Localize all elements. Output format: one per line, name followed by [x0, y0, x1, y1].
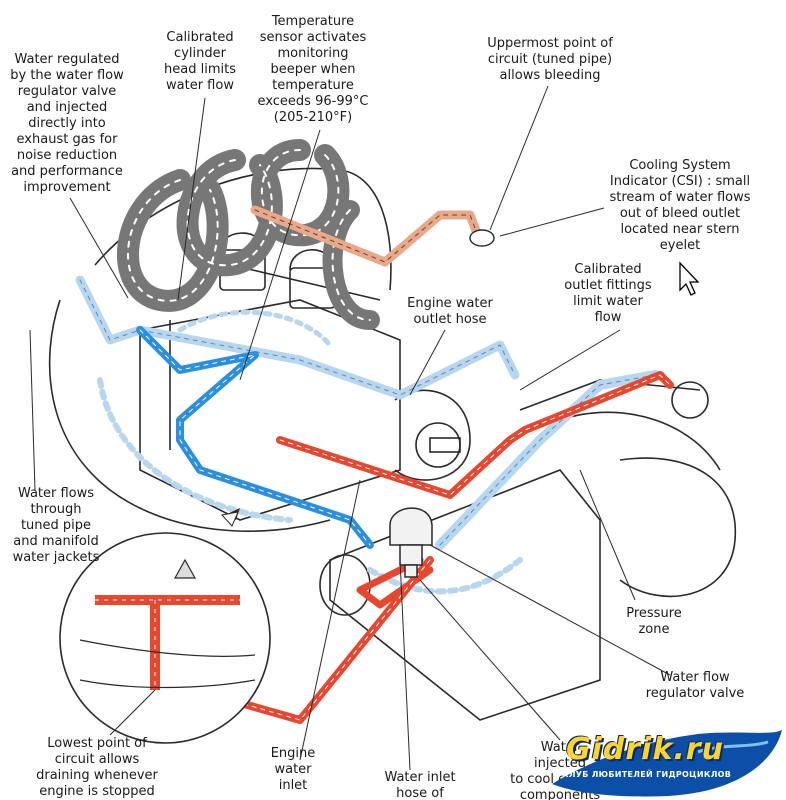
label-water-flow-regulator-valve: Water flow regulator valve — [645, 670, 745, 701]
label-water-flows-tuned-pipe: Water flows through tuned pipe and manif… — [12, 486, 100, 565]
logo-tagline: КЛУБ ЛЮБИТЕЛЕЙ ГИДРОЦИКЛОВ — [562, 770, 732, 779]
mouse-cursor-icon — [679, 261, 700, 296]
label-uppermost-point: Uppermost point of circuit (tuned pipe) … — [487, 36, 613, 83]
logo-brand-text: Gidrik.ru — [566, 732, 724, 767]
leader-lines — [29, 85, 671, 771]
bleed-tube — [250, 205, 495, 267]
label-lowest-point: Lowest point of circuit allows draining … — [36, 736, 158, 799]
label-cooling-system-indicator: Cooling System Indicator (CSI) : small s… — [609, 158, 751, 253]
label-calibrated-outlet-fittings: Calibrated outlet fittings limit water f… — [564, 262, 652, 325]
label-water-inlet-hose: Water inlet hose of — [384, 770, 456, 800]
flow-arrow-icon — [221, 508, 240, 527]
label-water-regulated: Water regulated by the water flow regula… — [10, 52, 124, 195]
label-engine-water-inlet: Engine water inlet — [270, 746, 316, 793]
label-pressure-zone: Pressure zone — [626, 606, 682, 637]
label-engine-water-outlet-hose: Engine water outlet hose — [407, 296, 493, 327]
regulator-valve-shape — [389, 507, 433, 578]
tuned-pipe-coils — [117, 139, 380, 330]
logo-wave-shape — [552, 730, 782, 797]
label-calibrated-cylinder-head: Calibrated cylinder head limits water fl… — [164, 30, 236, 93]
lowest-point-inset — [59, 532, 271, 744]
cold-water-path — [136, 326, 374, 549]
gidrik-logo: Gidrik.ru КЛУБ ЛЮБИТЕЛЕЙ ГИДРОЦИКЛОВ — [548, 722, 786, 800]
label-temperature-sensor: Temperature sensor activates monitoring … — [257, 14, 369, 125]
